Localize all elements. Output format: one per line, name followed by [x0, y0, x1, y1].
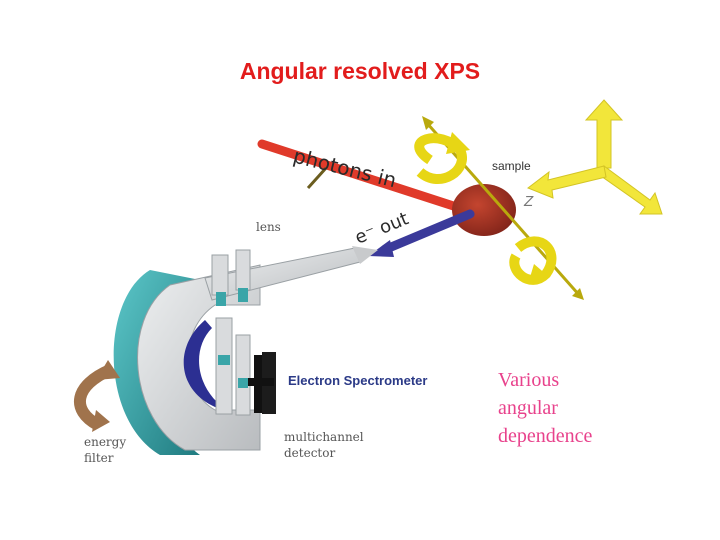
energy-label: energy: [84, 435, 126, 449]
axes-icon: [528, 100, 662, 214]
curved-double-arrow-icon: [80, 360, 120, 432]
detector-label: detector: [284, 446, 335, 460]
angular-dependence-note: Various angular dependence: [498, 366, 698, 450]
electron-spectrometer: [114, 246, 378, 455]
rotation-arrow-icon: [419, 116, 584, 300]
note-line-1: Various: [498, 366, 698, 394]
sample-label: sample: [492, 159, 531, 173]
note-line-3: dependence: [498, 422, 698, 450]
electron-spectrometer-label: Electron Spectrometer: [288, 373, 427, 388]
multichannel-label: multichannel: [284, 430, 364, 444]
photons-in-label: photons in: [291, 144, 399, 193]
z-axis-label: Z: [523, 193, 534, 210]
sample-disc: [452, 184, 516, 236]
filter-label: filter: [84, 451, 114, 465]
lens-label: lens: [256, 220, 281, 234]
note-line-2: angular: [498, 394, 698, 422]
